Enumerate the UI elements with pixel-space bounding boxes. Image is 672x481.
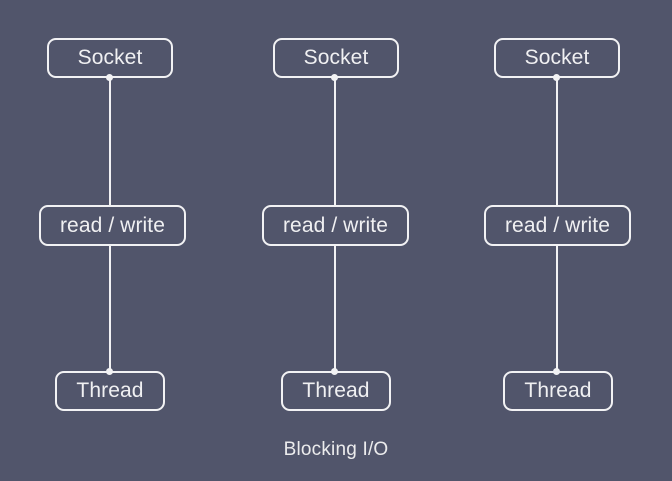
socket-box-3[interactable]: Socket xyxy=(494,38,620,78)
connector-readwrite-to-thread-3 xyxy=(556,245,558,373)
connector-readwrite-to-thread-1 xyxy=(109,245,111,373)
connector-socket-to-readwrite-2 xyxy=(334,77,336,206)
readwrite-box-2[interactable]: read / write xyxy=(262,205,409,246)
thread-box-3[interactable]: Thread xyxy=(503,371,613,411)
connector-socket-to-readwrite-3 xyxy=(556,77,558,206)
connector-readwrite-to-thread-2 xyxy=(334,245,336,373)
thread-box-1[interactable]: Thread xyxy=(55,371,165,411)
thread-box-2[interactable]: Thread xyxy=(281,371,391,411)
connector-socket-to-readwrite-1 xyxy=(109,77,111,206)
diagram-caption: Blocking I/O xyxy=(283,439,389,460)
readwrite-box-3[interactable]: read / write xyxy=(484,205,631,246)
readwrite-box-1[interactable]: read / write xyxy=(39,205,186,246)
socket-box-2[interactable]: Socket xyxy=(273,38,399,78)
socket-box-1[interactable]: Socket xyxy=(47,38,173,78)
